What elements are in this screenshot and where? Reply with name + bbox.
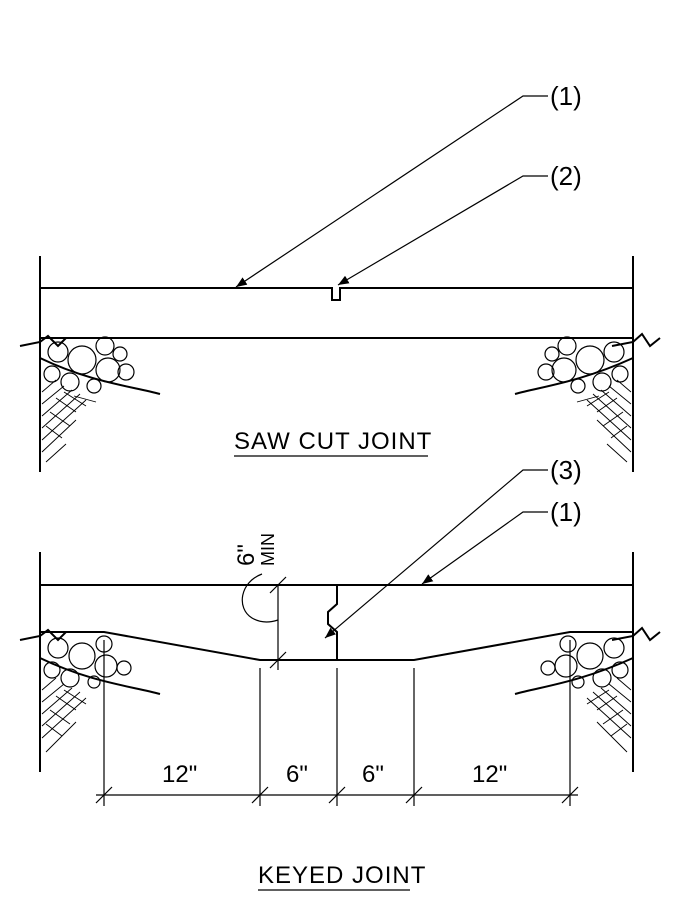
callout-1-bottom: (1) bbox=[550, 497, 582, 527]
keyed-aggregate-left bbox=[43, 635, 132, 689]
dim-ticks bbox=[95, 786, 579, 804]
callout-3: (3) bbox=[550, 455, 582, 485]
saw-break-left bbox=[19, 334, 67, 348]
keyed-aggregate-right bbox=[540, 635, 629, 689]
saw-break-right bbox=[611, 332, 661, 348]
keyed-soil-hatch-right bbox=[586, 677, 632, 753]
dim-label-4: 12" bbox=[472, 761, 507, 788]
leader-3 bbox=[324, 469, 548, 639]
keyed-soil-hatch-left bbox=[41, 677, 87, 753]
leader-2 bbox=[337, 175, 548, 286]
saw-cut-joint-title: SAW CUT JOINT bbox=[234, 428, 432, 455]
dim-label-2: 6" bbox=[286, 761, 308, 788]
saw-aggregate-left bbox=[43, 336, 135, 394]
leader-1-top bbox=[235, 95, 548, 288]
callout-2: (2) bbox=[550, 161, 582, 191]
keyed-subgrade-right bbox=[514, 657, 634, 695]
depth-leader-arc bbox=[241, 573, 279, 623]
leader-1-bottom bbox=[421, 511, 548, 585]
saw-slab-top bbox=[40, 287, 633, 301]
keyed-break-left bbox=[19, 628, 67, 642]
depth-dim-label: 6" bbox=[233, 544, 260, 566]
saw-soil-hatch-left bbox=[41, 379, 97, 463]
keyed-joint-title: KEYED JOINT bbox=[258, 862, 426, 889]
keyed-subgrade-left bbox=[39, 657, 161, 695]
saw-soil-hatch-right bbox=[576, 379, 632, 463]
keyed-break-right bbox=[611, 626, 661, 642]
depth-tick-bottom bbox=[269, 651, 287, 669]
dim-label-1: 12" bbox=[162, 761, 197, 788]
saw-aggregate-right bbox=[537, 336, 629, 394]
depth-dim-qualifier: MIN bbox=[258, 533, 278, 566]
depth-tick-top bbox=[269, 576, 287, 594]
saw-cut-joint-section bbox=[19, 95, 661, 472]
callout-1-top: (1) bbox=[550, 81, 582, 111]
keyed-joint-line bbox=[327, 585, 338, 660]
keyed-joint-section bbox=[19, 469, 661, 806]
dim-label-3: 6" bbox=[362, 761, 384, 788]
